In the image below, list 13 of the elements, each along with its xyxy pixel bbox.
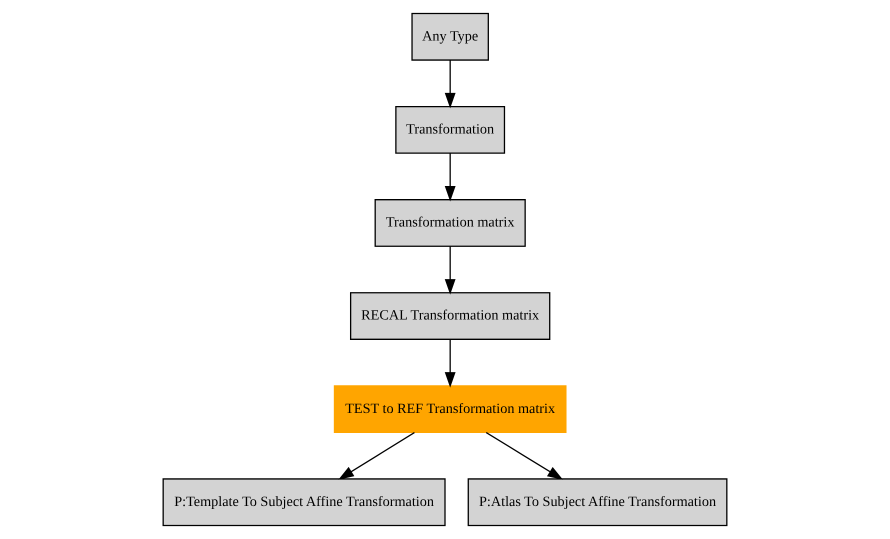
arrow	[444, 246, 456, 295]
arrow	[444, 154, 456, 202]
node-box: Transformation	[395, 106, 506, 154]
node-box: P:Template To Subject Affine Transformation	[162, 478, 446, 526]
arrow	[486, 432, 564, 480]
arrow	[444, 340, 456, 388]
node-box: P:Atlas To Subject Affine Transformation	[468, 478, 728, 526]
node-box: TEST to REF Transformation matrix	[334, 385, 567, 434]
arrow	[338, 432, 415, 480]
node-box: Any Type	[411, 12, 489, 61]
arrow	[444, 60, 456, 108]
node-box: RECAL Transformation matrix	[350, 292, 550, 340]
node-box: Transformation matrix	[374, 199, 526, 247]
